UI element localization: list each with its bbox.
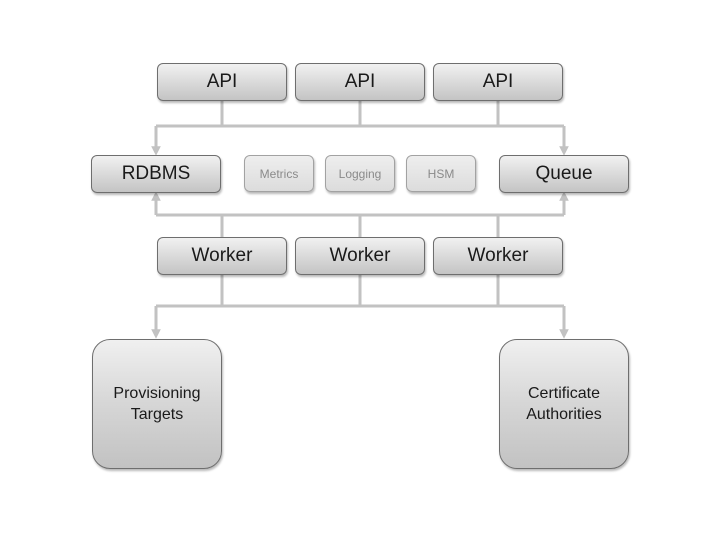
worker-node-3: Worker <box>433 237 563 275</box>
api-node-2: API <box>295 63 425 101</box>
certificate-label-line-1: Certificate <box>527 385 601 402</box>
provisioning-label-line-1: Provisioning <box>113 385 201 402</box>
worker-node-2: Worker <box>295 237 425 275</box>
api-node-3: API <box>433 63 563 101</box>
queue-node: Queue <box>499 155 629 193</box>
api-node-1: API <box>157 63 287 101</box>
worker-node-1: Worker <box>157 237 287 275</box>
hsm-node: HSM <box>406 155 476 192</box>
logging-node: Logging <box>325 155 395 192</box>
provisioning-targets-node: Provisioning Targets <box>92 339 222 469</box>
metrics-node: Metrics <box>244 155 314 192</box>
certificate-authorities-node: Certificate Authorities <box>499 339 629 469</box>
certificate-label-line-2: Authorities <box>526 406 602 423</box>
provisioning-label-line-2: Targets <box>130 406 184 423</box>
rdbms-node: RDBMS <box>91 155 221 193</box>
